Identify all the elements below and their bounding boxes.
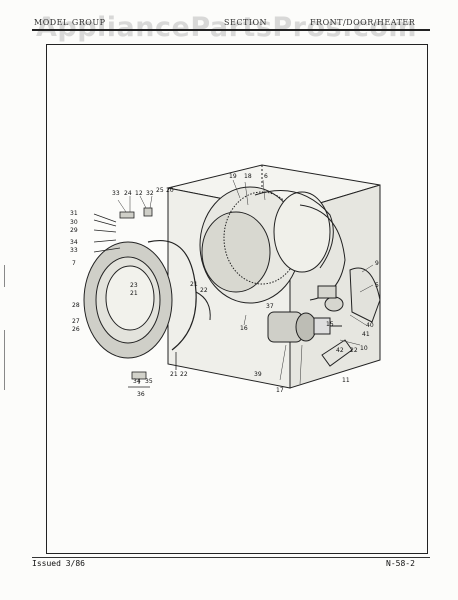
margin-mark xyxy=(4,330,5,390)
watermark-logo: AppliancePartsPros.com xyxy=(36,12,418,43)
callout-39: 39 xyxy=(254,371,262,378)
callout-21b: 21 xyxy=(170,371,178,378)
callout-10: 10 xyxy=(360,345,368,352)
callout-33b: 33 xyxy=(70,247,78,254)
header-section: SECTION xyxy=(224,18,267,27)
callout-29: 29 xyxy=(70,227,78,234)
callout-22c: 22 xyxy=(180,371,188,378)
header-title: FRONT/DOOR/HEATER xyxy=(310,18,416,27)
hinge-parts xyxy=(93,207,153,253)
callout-32: 32 xyxy=(146,190,154,197)
issued-date: Issued 3/86 xyxy=(32,559,85,568)
page-number: N-58-2 xyxy=(386,559,415,568)
leader-lines xyxy=(117,179,374,385)
callout-35: 35 xyxy=(145,378,153,385)
margin-mark xyxy=(4,265,5,287)
callout-18: 18 xyxy=(244,173,252,180)
callout-34b: 34 xyxy=(133,378,141,385)
callout-21c: 21 xyxy=(190,281,198,288)
drum xyxy=(199,186,334,304)
callout-9: 9 xyxy=(375,260,379,267)
callout-22b: 22 xyxy=(350,347,358,354)
heater-duct xyxy=(321,339,353,367)
callout-12: 12 xyxy=(135,190,143,197)
diagram-frame xyxy=(46,44,428,554)
callout-20: 20 xyxy=(166,187,174,194)
callout-24: 24 xyxy=(124,190,132,197)
footer-divider xyxy=(32,557,430,558)
callout-labels: 33 24 12 32 25 20 31 30 29 34 33 7 28 27… xyxy=(70,173,379,398)
blower xyxy=(317,267,381,323)
callout-40: 40 xyxy=(366,322,374,329)
callout-42: 42 xyxy=(336,347,344,354)
callout-31: 31 xyxy=(70,210,78,217)
callout-41: 41 xyxy=(362,331,370,338)
callout-17: 17 xyxy=(276,387,284,394)
bottom-bracket xyxy=(128,352,177,388)
motor xyxy=(267,311,342,343)
callout-26: 26 xyxy=(72,326,80,333)
callout-21: 21 xyxy=(130,290,138,297)
callout-25: 25 xyxy=(156,187,164,194)
callout-37: 37 xyxy=(266,303,274,310)
callout-33: 33 xyxy=(112,190,120,197)
callout-28: 28 xyxy=(72,302,80,309)
front-panel xyxy=(83,241,173,359)
callout-36: 36 xyxy=(137,391,145,398)
callout-15: 15 xyxy=(326,321,334,328)
callout-6: 6 xyxy=(264,173,268,180)
callout-16: 16 xyxy=(240,325,248,332)
callout-5: 5 xyxy=(375,282,379,289)
callout-27: 27 xyxy=(72,318,80,325)
callout-30: 30 xyxy=(70,219,78,226)
callout-34: 34 xyxy=(70,239,78,246)
callout-19: 19 xyxy=(229,173,237,180)
callout-11: 11 xyxy=(342,377,350,384)
callout-23: 23 xyxy=(130,282,138,289)
door-seal xyxy=(147,240,197,351)
header-model: MODEL GROUP xyxy=(34,18,106,27)
callout-7: 7 xyxy=(72,260,76,267)
header-divider xyxy=(32,29,430,31)
callout-22: 22 xyxy=(200,287,208,294)
